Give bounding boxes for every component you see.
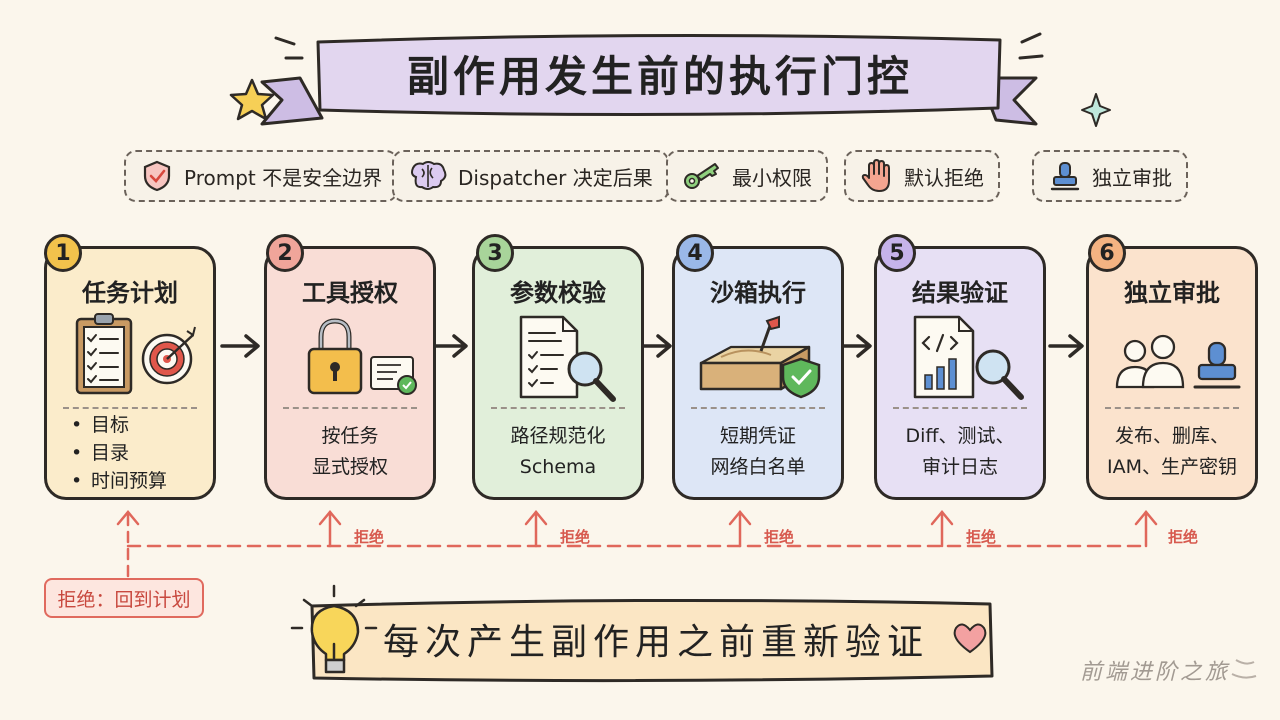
- step-number-badge: 3: [476, 234, 514, 272]
- step-line: 按任务: [321, 425, 379, 447]
- step-number-badge: 6: [1088, 234, 1126, 272]
- principle-dispatcher: Dispatcher 决定后果: [392, 150, 669, 202]
- brain-icon: [411, 161, 447, 190]
- ribbon-left-tail: [260, 76, 324, 126]
- bottom-banner-text: 每次产生副作用之前重新验证: [382, 622, 929, 663]
- watermark: 前端进阶之旅: [1080, 660, 1231, 685]
- step-body: 路径规范化 Schema: [475, 421, 641, 483]
- card-divider: [893, 407, 1027, 409]
- key-icon: [684, 163, 719, 189]
- people-stamp-icon: [1115, 334, 1241, 389]
- heart-icon: [953, 623, 987, 654]
- principle-prompt: Prompt 不是安全边界: [124, 150, 399, 202]
- step-title: 结果验证: [912, 279, 1008, 307]
- step-line: Schema: [519, 456, 597, 478]
- title-sparkles: [274, 32, 1044, 60]
- step-card-tool-auth: 工具授权 按任务 显式授权: [264, 246, 436, 500]
- reject-label: 拒绝: [560, 528, 591, 546]
- step-title: 工具授权: [302, 279, 398, 307]
- bottom-banner-shape: [310, 598, 994, 683]
- stamp-icon: [1050, 162, 1080, 191]
- principle-label: Prompt 不是安全边界: [184, 165, 383, 190]
- step-title: 任务计划: [82, 279, 178, 307]
- reject-label: 拒绝: [764, 528, 795, 546]
- principle-label: 默认拒绝: [904, 165, 984, 190]
- step-item: 目录: [71, 439, 213, 467]
- step-line: 路径规范化: [510, 425, 606, 447]
- padlock-certificate-icon: [307, 318, 417, 395]
- step-line: 短期凭证: [719, 425, 796, 447]
- shield-check-icon: [143, 160, 171, 192]
- step-body: 短期凭证 网络白名单: [675, 421, 841, 483]
- hand-stop-icon: [861, 159, 890, 192]
- step-card-result-verify: 结果验证 Diff、测试、 审计日志: [874, 246, 1046, 500]
- step-body: Diff、测试、 审计日志: [877, 421, 1043, 483]
- reject-label: 拒绝: [1168, 528, 1199, 546]
- reject-label: 拒绝: [966, 528, 997, 546]
- card-divider: [691, 407, 825, 409]
- star-icon: [229, 78, 275, 121]
- step-card-sandbox: 沙箱执行 短期凭证 网络白名单: [672, 246, 844, 500]
- principle-label: Dispatcher 决定后果: [458, 165, 653, 190]
- step-line: 显式授权: [311, 456, 388, 478]
- step-card-independent-approval: 独立审批 发布、删库、 IAM、生产密钥: [1086, 246, 1258, 500]
- page-title: 副作用发生前的执行门控: [406, 51, 913, 101]
- watermark-squiggle: [1231, 659, 1257, 679]
- step-line: Diff、测试、: [905, 425, 1015, 447]
- sparkle-icon: [1081, 93, 1111, 127]
- principle-default-deny: 默认拒绝: [844, 150, 1000, 202]
- step-title: 独立审批: [1124, 279, 1220, 307]
- step-item: 目标: [71, 411, 213, 439]
- code-report-magnifier-icon: [913, 315, 1024, 400]
- step-number-badge: 1: [44, 234, 82, 272]
- principle-independent-approval: 独立审批: [1032, 150, 1188, 202]
- step-item: 时间预算: [71, 467, 213, 495]
- checklist-target-icon: [75, 313, 196, 395]
- step-line: 网络白名单: [710, 456, 806, 478]
- lightbulb-icon: [290, 584, 378, 674]
- step-line: 发布、删库、: [1114, 425, 1229, 447]
- card-divider: [63, 407, 197, 409]
- step-body: 按任务 显式授权: [267, 421, 433, 483]
- step-items: 目标 目录 时间预算: [71, 411, 213, 495]
- step-card-param-validate: 参数校验 路径规范化 Schema: [472, 246, 644, 500]
- step-arrows: [220, 334, 1084, 358]
- principle-label: 最小权限: [732, 165, 812, 190]
- title-ribbon: [316, 33, 1002, 117]
- step-number-badge: 5: [878, 234, 916, 272]
- document-magnifier-icon: [519, 315, 616, 402]
- step-body: 发布、删库、 IAM、生产密钥: [1089, 421, 1255, 483]
- step-card-plan: 任务计划 目标 目录 时间预算: [44, 246, 216, 500]
- reject-loop: [116, 510, 1158, 578]
- step-title: 沙箱执行: [710, 279, 806, 307]
- step-number-badge: 4: [676, 234, 714, 272]
- reject-label: 拒绝: [354, 528, 385, 546]
- card-divider: [283, 407, 417, 409]
- step-title: 参数校验: [510, 279, 606, 307]
- principle-label: 独立审批: [1092, 165, 1172, 190]
- card-divider: [1105, 407, 1239, 409]
- sandbox-shield-icon: [699, 315, 821, 399]
- card-divider: [491, 407, 625, 409]
- step-line: 审计日志: [921, 456, 998, 478]
- principle-least-privilege: 最小权限: [666, 150, 828, 202]
- reject-back-to-plan: 拒绝：回到计划: [44, 578, 204, 618]
- step-number-badge: 2: [266, 234, 304, 272]
- step-line: IAM、生产密钥: [1107, 456, 1237, 478]
